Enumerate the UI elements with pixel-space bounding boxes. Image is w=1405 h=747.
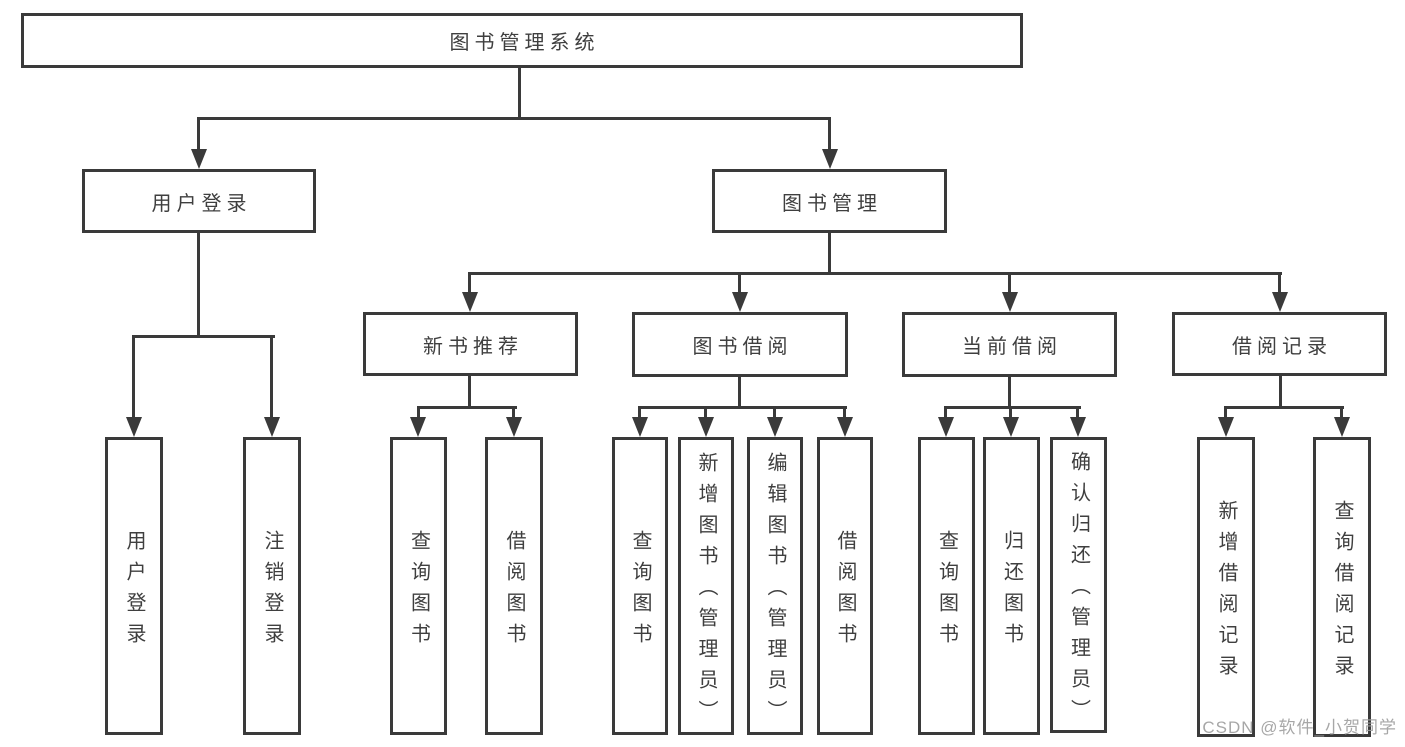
leaf-user-login: 用户登录 xyxy=(105,437,163,735)
watermark: CSDN @软件_小贺同学 xyxy=(1202,718,1397,737)
leaf-query-borrow-record: 查询借阅记录 xyxy=(1313,437,1371,737)
connector-new-book-hline xyxy=(417,406,517,409)
arrow-down-icon xyxy=(1002,292,1018,312)
connector-user-login-down xyxy=(197,233,200,336)
connector-to-leaf-user-login xyxy=(132,336,135,420)
connector-leaf-line xyxy=(638,407,641,419)
node-user-login: 用户登录 xyxy=(82,169,316,233)
leaf-label: 借阅图书 xyxy=(503,529,525,654)
arrow-down-icon xyxy=(264,417,280,437)
connector-borrow-records-down xyxy=(1279,376,1282,408)
leaf-return-books: 归还图书 xyxy=(983,437,1040,735)
node-label: 图书借阅 xyxy=(692,336,793,358)
connector-leaf-line xyxy=(704,407,707,419)
node-label: 新书推荐 xyxy=(423,335,523,358)
leaf-query-books-recommend: 查询图书 xyxy=(390,437,447,735)
arrow-down-icon xyxy=(732,292,748,312)
connector-leaf-line xyxy=(512,407,515,419)
connector-level2-hline xyxy=(468,272,1282,275)
leaf-label: 确认归还（管理员） xyxy=(1067,451,1090,730)
leaf-add-books-admin: 新增图书（管理员） xyxy=(678,437,734,735)
leaf-logout: 注销登录 xyxy=(243,437,301,735)
leaf-label: 注销登录 xyxy=(261,529,283,654)
connector-book-management-down xyxy=(828,233,831,274)
leaf-label: 用户登录 xyxy=(123,529,145,654)
arrow-down-icon xyxy=(126,417,142,437)
connector-to-current-borrowing xyxy=(1008,273,1011,294)
arrow-down-icon xyxy=(1334,417,1350,437)
connector-borrow-records-hline xyxy=(1224,406,1344,409)
connector-current-borrow-down xyxy=(1008,377,1011,409)
leaf-label: 查询图书 xyxy=(629,529,651,654)
node-label: 借阅记录 xyxy=(1232,335,1332,358)
node-label: 图书管理 xyxy=(782,192,882,215)
leaf-label: 查询图书 xyxy=(407,529,430,654)
node-new-book-recommend: 新书推荐 xyxy=(363,312,578,376)
arrow-down-icon xyxy=(506,417,522,437)
leaf-query-books-borrow: 查询图书 xyxy=(612,437,668,735)
node-label: 当前借阅 xyxy=(962,336,1062,358)
arrow-down-icon xyxy=(837,417,853,437)
leaf-edit-books-admin: 编辑图书（管理员） xyxy=(747,437,803,735)
leaf-add-borrow-record: 新增借阅记录 xyxy=(1197,437,1255,737)
node-label: 图书管理系统 xyxy=(449,32,600,54)
arrow-down-icon xyxy=(632,417,648,437)
node-book-borrowing: 图书借阅 xyxy=(632,312,848,377)
leaf-label: 新增借阅记录 xyxy=(1215,499,1237,686)
connector-leaf-line xyxy=(417,407,420,419)
connector-leaf-line xyxy=(944,407,947,419)
arrow-down-icon xyxy=(462,292,478,312)
leaf-borrow-books-recommend: 借阅图书 xyxy=(485,437,543,735)
leaf-label: 编辑图书（管理员） xyxy=(764,452,786,731)
leaf-label: 借阅图书 xyxy=(834,529,856,654)
leaf-query-books-current: 查询图书 xyxy=(918,437,975,735)
arrow-down-icon xyxy=(698,417,714,437)
node-root: 图书管理系统 xyxy=(21,13,1023,68)
arrow-down-icon xyxy=(1272,292,1288,312)
node-borrowing-records: 借阅记录 xyxy=(1172,312,1387,376)
connector-user-login-hline xyxy=(132,335,275,338)
connector-to-new-book-recommend xyxy=(468,273,471,294)
arrow-down-icon xyxy=(191,149,207,169)
leaf-label: 归还图书 xyxy=(1000,529,1023,654)
connector-current-borrow-hline xyxy=(944,406,1081,409)
arrow-down-icon xyxy=(1003,417,1019,437)
connector-book-borrow-hline xyxy=(638,406,847,409)
connector-new-book-down xyxy=(468,376,471,409)
arrow-down-icon xyxy=(1070,417,1086,437)
node-book-management: 图书管理 xyxy=(712,169,947,233)
connector-leaf-line xyxy=(1224,407,1227,419)
connector-leaf-line xyxy=(1009,407,1012,419)
connector-root-down xyxy=(518,68,521,118)
arrow-down-icon xyxy=(410,417,426,437)
connector-to-borrowing-records xyxy=(1278,273,1281,294)
connector-leaf-line xyxy=(1340,407,1343,419)
connector-to-book-borrowing xyxy=(738,273,741,294)
node-current-borrowing: 当前借阅 xyxy=(902,312,1117,377)
leaf-label: 查询图书 xyxy=(935,529,958,654)
connector-to-book-management xyxy=(828,118,831,152)
connector-leaf-line xyxy=(773,407,776,419)
connector-leaf-line xyxy=(843,407,846,419)
connector-book-borrow-down xyxy=(738,377,741,409)
leaf-label: 查询借阅记录 xyxy=(1331,499,1353,686)
connector-to-user-login xyxy=(197,118,200,152)
leaf-borrow-books: 借阅图书 xyxy=(817,437,873,735)
connector-to-leaf-logout xyxy=(270,336,273,420)
connector-leaf-line xyxy=(1076,407,1079,419)
leaf-confirm-return-admin: 确认归还（管理员） xyxy=(1050,437,1107,733)
leaf-label: 新增图书（管理员） xyxy=(695,452,717,731)
arrow-down-icon xyxy=(822,149,838,169)
connector-level1-hline xyxy=(197,117,831,120)
arrow-down-icon xyxy=(1218,417,1234,437)
node-label: 用户登录 xyxy=(151,192,252,215)
arrow-down-icon xyxy=(767,417,783,437)
arrow-down-icon xyxy=(938,417,954,437)
